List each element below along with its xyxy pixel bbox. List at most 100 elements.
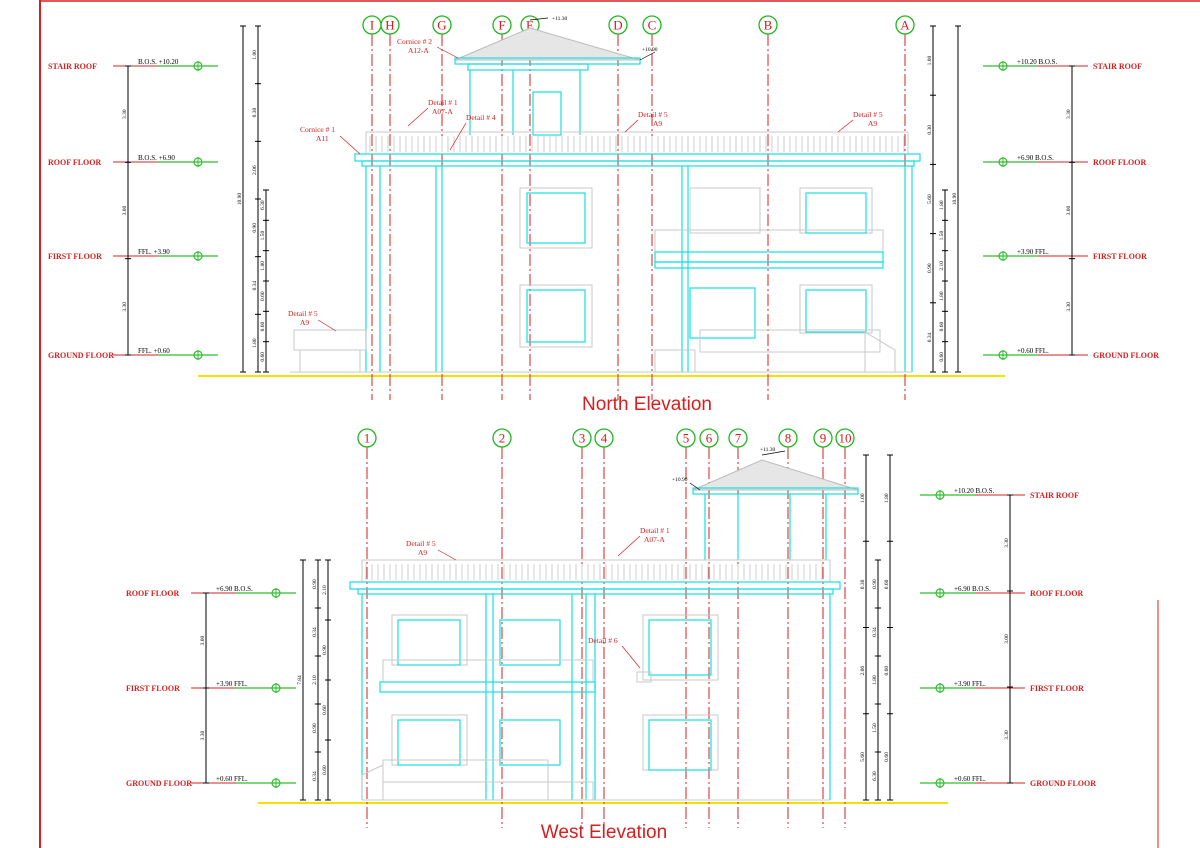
north-axis-label-H: H [385, 18, 394, 33]
west-right-level-0: +10.20 B.O.S. STAIR ROOF [920, 487, 1079, 500]
west-axis-label-2: 2 [499, 431, 506, 446]
north-callout-detail5c: Detail # 5 [853, 110, 883, 119]
north-callout-cornice1: Cornice # 1 [300, 125, 335, 134]
north-right-level-value-0: +10.20 B.O.S. [1017, 58, 1058, 66]
west-dim-right-inner-b-0: 0.90 [872, 579, 878, 589]
north-left-level-name-1: ROOF FLOOR [48, 158, 101, 167]
north-dim-left-outer-2: 3.30 [122, 302, 128, 312]
west-right-level-value-0: +10.20 B.O.S. [954, 487, 995, 495]
west-axis-label-10: 10 [839, 431, 852, 446]
north-dim-right-inner-a-3: 0.90 [927, 263, 933, 273]
west-dimension-strings: 3.003.307.840.900.342.100.900.342.100.90… [200, 454, 1013, 801]
west-dim-left-inner-b-1: 0.90 [322, 645, 328, 655]
west-dim-left-inner-a-0: 0.90 [312, 579, 318, 589]
west-axis-label-9: 9 [820, 431, 827, 446]
west-axis-bubble-3 [572, 428, 592, 448]
north-dim-right-inner-b-5: 0.60 [939, 352, 945, 362]
north-dim-left-inner-a-4: 0.34 [252, 280, 258, 290]
west-callout-detail1-ref: A07-A [644, 535, 665, 544]
west-right-level-name-0: STAIR ROOF [1030, 491, 1079, 500]
north-dim-right-inner-a-4: 0.34 [927, 332, 933, 342]
north-levels-right: +10.20 B.O.S.STAIR ROOF+6.90 B.O.S.ROOF … [983, 58, 1159, 360]
west-window-ff-3 [642, 614, 719, 681]
north-elevation-title: North Elevation [582, 394, 712, 415]
north-dim-right-outer-1: 3.00 [1066, 205, 1072, 215]
north-dim-right-inner-b-0: 1.80 [939, 200, 945, 210]
west-dim-left-inner-a-4: 0.34 [312, 771, 318, 781]
north-left-level-value-0: B.O.S. +10.20 [138, 58, 179, 66]
west-axis-label-8: 8 [785, 431, 792, 446]
north-right-level-name-1: ROOF FLOOR [1093, 158, 1146, 167]
north-stair-door [532, 91, 562, 136]
west-callout-detail1: Detail # 1 [640, 526, 670, 535]
north-callout-cornice2: Cornice # 2 [397, 37, 432, 46]
north-axis-label-C: C [648, 18, 657, 33]
north-dim-right-inner-b-1: 1.50 [939, 230, 945, 240]
north-steps-right [654, 349, 696, 373]
north-right-level-name-2: FIRST FLOOR [1093, 252, 1147, 261]
west-left-level-name-1: FIRST FLOOR [126, 684, 180, 693]
west-balcony-ff [382, 659, 594, 683]
west-callout-detail5-ref: A9 [418, 548, 427, 557]
north-left-level-name-3: GROUND FLOOR [48, 351, 114, 360]
west-axis-label-1: 1 [364, 431, 371, 446]
west-dim-left-total-0: 7.84 [297, 675, 303, 685]
west-dim-right-inner-a-2: 2.06 [860, 666, 866, 676]
north-dim-left-inner-a-2: 2.06 [252, 165, 258, 175]
north-left-level-value-2: FFL. +3.90 [138, 248, 170, 256]
west-terrace-balustrade [382, 759, 549, 783]
west-window-gf-1 [391, 714, 468, 766]
west-left-level-value-2: +0.60 FFL. [216, 775, 248, 783]
west-left-level-value-1: +3.90 FFL. [216, 680, 248, 688]
north-callout-detail5a-ref: A9 [300, 318, 309, 327]
north-right-level-1: +6.90 B.O.S.ROOF FLOOR [983, 154, 1146, 167]
west-axis-label-4: 4 [601, 431, 608, 446]
west-right-level-value-1: +6.90 B.O.S. [954, 585, 991, 593]
north-dim-left-outer-0: 3.30 [122, 109, 128, 119]
north-callout-cornice1-ref: A11 [316, 134, 329, 143]
west-roof-slab [349, 581, 841, 590]
west-dim-right-inner-b-4: 6.30 [872, 771, 878, 781]
west-dim-right-inner-a-1: 0.30 [860, 579, 866, 589]
north-callout-detail5b: Detail # 5 [638, 110, 668, 119]
north-dim-left-inner-b-2: 1.80 [260, 261, 266, 271]
north-dim-right-inner-b-3: 1.80 [939, 291, 945, 301]
north-dim-right-inner-a-1: 0.30 [927, 125, 933, 135]
west-window-gf-2 [499, 719, 561, 766]
north-axis-label-G: G [437, 18, 446, 33]
west-axis-bubble-1 [357, 428, 377, 448]
west-spot-top: +11.30 [760, 447, 776, 453]
north-dimension-strings: 3.303.003.3010.901.000.302.060.900.341.8… [122, 25, 1075, 373]
west-axis-bubble-5 [676, 428, 696, 448]
west-axis-bubble-10 [835, 428, 855, 448]
north-right-level-name-3: GROUND FLOOR [1093, 351, 1159, 360]
north-axis-label-I: I [370, 18, 374, 33]
north-axis-bubble-G [432, 15, 452, 35]
west-dim-left-inner-b-2: 0.60 [322, 705, 328, 715]
west-right-level-1: +6.90 B.O.S.ROOF FLOOR [920, 585, 1083, 598]
west-levels-right: +10.20 B.O.S. STAIR ROOF +6.90 B.O.S.ROOF … [920, 487, 1096, 788]
west-axis-bubble-7 [728, 428, 748, 448]
west-dim-left-inner-a-2: 2.10 [312, 675, 318, 685]
north-dim-right-inner-b-4: 0.60 [939, 321, 945, 331]
north-axis-label-D: D [613, 18, 622, 33]
west-dim-right-inner-b-2: 1.80 [872, 675, 878, 685]
north-dim-right-outer-0: 3.30 [1066, 109, 1072, 119]
west-window-gf-3 [642, 714, 719, 771]
west-dim-right-inner-a-3: 5.60 [860, 752, 866, 762]
west-dim-left-outer-0: 3.00 [200, 635, 206, 645]
north-callout-cornice2-ref: A12-A [408, 46, 429, 55]
north-dim-right-total-0: 10.90 [952, 193, 958, 206]
north-window-ff-1 [519, 187, 593, 249]
north-axis-bubble-F [492, 15, 512, 35]
west-right-level-name-2: FIRST FLOOR [1030, 684, 1084, 693]
north-stair-roof [454, 27, 641, 61]
west-dim-left-inner-a-3: 0.90 [312, 723, 318, 733]
north-entry-balustrade [293, 329, 367, 351]
west-axis-bubble-6 [699, 428, 719, 448]
north-axis-bubble-H [380, 15, 400, 35]
